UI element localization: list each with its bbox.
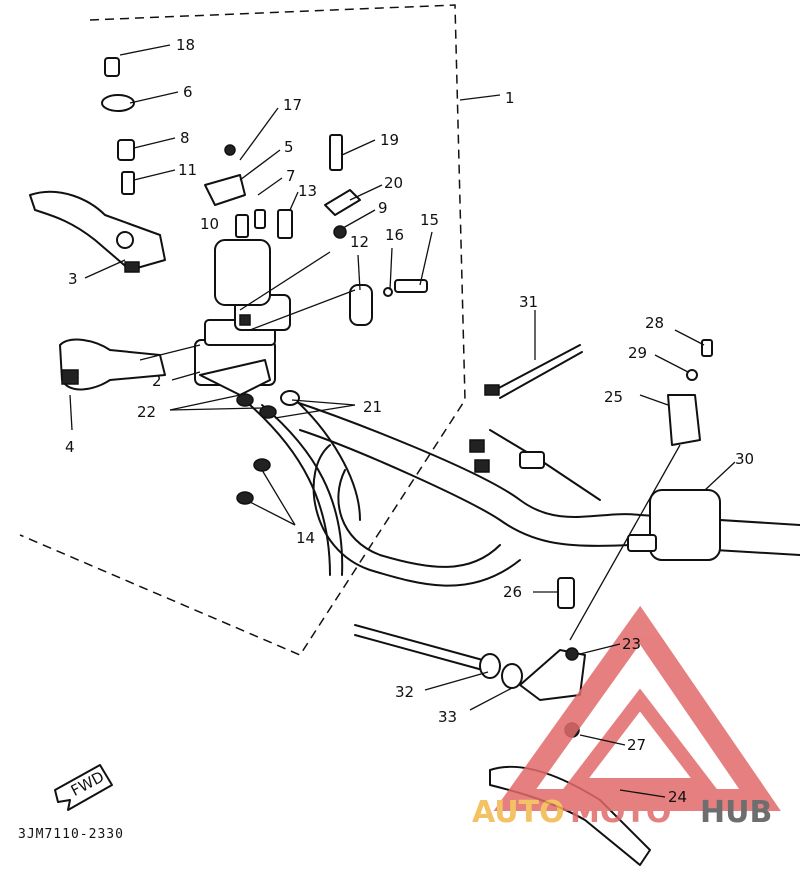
- handlebar: [289, 399, 800, 587]
- brake-lever-upper: [29, 190, 166, 273]
- label-part-28: 28: [645, 314, 664, 332]
- switch-wiring: [469, 429, 601, 501]
- label-part-24: 24: [668, 788, 687, 806]
- right-bracket: [569, 339, 713, 641]
- label-part-21: 21: [363, 398, 382, 416]
- label-part-16: 16: [385, 226, 404, 244]
- master-cylinder-body: [194, 239, 291, 396]
- watermark-triangle: [493, 605, 781, 811]
- label-part-10: 10: [200, 215, 219, 233]
- label-part-26: 26: [503, 583, 522, 601]
- label-part-14: 14: [296, 529, 315, 547]
- label-part-17: 17: [283, 96, 302, 114]
- assembly-boundary-dashed: [19, 4, 466, 656]
- label-part-30: 30: [735, 450, 754, 468]
- watermark-text-hub: HUB: [700, 795, 772, 830]
- label-part-29: 29: [628, 344, 647, 362]
- label-part-25: 25: [604, 388, 623, 406]
- label-part-15: 15: [420, 211, 439, 229]
- watermark-text-auto: AUTO: [472, 795, 565, 830]
- label-part-19: 19: [380, 131, 399, 149]
- watermark-logo: AUTO MOTO HUB: [472, 605, 781, 830]
- label-part-3: 3: [68, 270, 78, 288]
- label-part-32: 32: [395, 683, 414, 701]
- label-part-33: 33: [438, 708, 457, 726]
- small-hardware: [101, 57, 428, 326]
- label-part-4: 4: [65, 438, 75, 456]
- label-part-22: 22: [137, 403, 156, 421]
- label-part-23: 23: [622, 635, 641, 653]
- handlebar-switch: [627, 489, 721, 561]
- part-labels: 18 6 8 11 17 5 7 13 10 19 20 9 12 16 15 …: [65, 36, 754, 806]
- handlebar-clamp: [59, 338, 166, 391]
- label-part-5: 5: [284, 138, 294, 156]
- label-part-13: 13: [298, 182, 317, 200]
- label-part-11: 11: [178, 161, 197, 179]
- label-part-12: 12: [350, 233, 369, 251]
- fwd-arrow-indicator: FWD: [54, 764, 113, 811]
- drawing-code: 3JM7110-2330: [18, 827, 124, 842]
- banjo-fittings: [236, 390, 300, 505]
- label-part-27: 27: [627, 736, 646, 754]
- label-part-2: 2: [152, 372, 162, 390]
- throttle-cable: [484, 344, 583, 399]
- label-part-6: 6: [183, 83, 193, 101]
- label-part-20: 20: [384, 174, 403, 192]
- leader-lines: [69, 44, 736, 798]
- watermark-text-moto: MOTO: [570, 795, 671, 830]
- label-part-9: 9: [378, 199, 388, 217]
- label-part-18: 18: [176, 36, 195, 54]
- brake-hoses: [249, 394, 361, 576]
- label-part-7: 7: [286, 167, 296, 185]
- label-part-1: 1: [505, 89, 515, 107]
- label-part-8: 8: [180, 129, 190, 147]
- label-part-31: 31: [519, 293, 538, 311]
